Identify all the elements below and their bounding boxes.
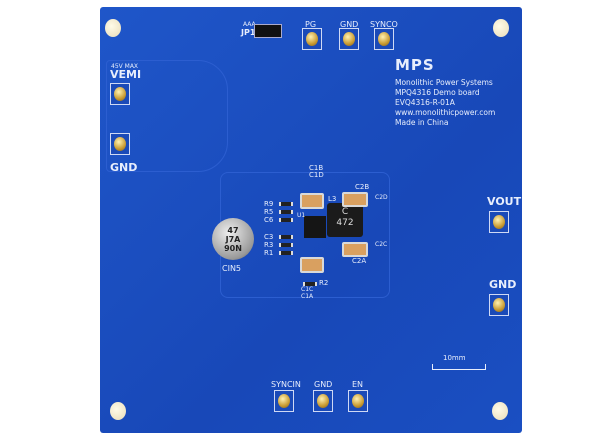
c6-label: C6 bbox=[264, 216, 274, 224]
c2d-label: C2D bbox=[375, 194, 388, 201]
vemi-label: VEMI bbox=[110, 68, 142, 81]
c1c-label: C1C bbox=[301, 286, 314, 293]
c1a-label: C1A bbox=[301, 293, 314, 300]
cap-marking: J7A bbox=[225, 235, 241, 244]
r9-label: R9 bbox=[264, 200, 274, 208]
cap-marking: 90N bbox=[224, 244, 242, 253]
syncin-label: SYNCIN bbox=[271, 380, 301, 389]
gnd-top-label: GND bbox=[340, 20, 359, 29]
resistor-r2 bbox=[303, 282, 317, 286]
capacitor-c2a bbox=[342, 242, 368, 257]
gnd-bottom-label: GND bbox=[314, 380, 333, 389]
resistor-r1 bbox=[279, 251, 293, 255]
c3-label: C3 bbox=[264, 233, 274, 241]
resistor-r9 bbox=[279, 202, 293, 206]
mounting-hole bbox=[492, 402, 508, 420]
vemi-terminal[interactable] bbox=[110, 83, 130, 105]
mounting-hole bbox=[493, 19, 509, 37]
inductor-marking: 472 bbox=[336, 218, 354, 228]
vout-terminal[interactable] bbox=[489, 211, 509, 233]
board-info: Monolithic Power Systems MPQ4316 Demo bo… bbox=[395, 78, 495, 128]
mounting-hole bbox=[105, 19, 121, 37]
ic-u1 bbox=[304, 216, 326, 238]
scale-label: 10mm bbox=[443, 354, 466, 362]
c2a-label: C2A bbox=[352, 257, 367, 265]
l3-label: L3 bbox=[328, 195, 337, 203]
r2-label: R2 bbox=[319, 279, 329, 287]
info-line: Monolithic Power Systems bbox=[395, 78, 493, 87]
resistor-r5 bbox=[279, 210, 293, 214]
jp1-label: JP1 bbox=[241, 28, 256, 37]
mps-logo: MPS bbox=[395, 56, 435, 74]
inductor-marking: C bbox=[341, 207, 349, 217]
c2b-label: C2B bbox=[355, 183, 370, 191]
mounting-hole bbox=[110, 402, 126, 420]
c2c-label: C2C bbox=[375, 241, 388, 248]
synco-terminal[interactable] bbox=[374, 28, 394, 50]
info-line: Made in China bbox=[395, 118, 449, 127]
gnd-right-label: GND bbox=[489, 278, 517, 291]
scale-bar bbox=[432, 364, 486, 370]
jumper-jp1[interactable] bbox=[254, 24, 282, 38]
resistor-r3 bbox=[279, 243, 293, 247]
input-copper-zone bbox=[106, 60, 228, 172]
vout-label: VOUT bbox=[487, 195, 522, 208]
en-label: EN bbox=[352, 380, 364, 389]
capacitor-c1d bbox=[300, 193, 324, 209]
gnd-left-terminal[interactable] bbox=[110, 133, 130, 155]
gnd-left-label: GND bbox=[110, 161, 138, 174]
gnd-right-terminal[interactable] bbox=[489, 294, 509, 316]
synco-label: SYNCO bbox=[370, 20, 398, 29]
c1b-label: C1B bbox=[309, 164, 324, 172]
capacitor-cin5: 47 J7A 90N bbox=[212, 218, 254, 260]
capacitor-c1b bbox=[300, 257, 324, 273]
c1d-label: C1D bbox=[309, 171, 324, 179]
info-line: EVQ4316-R-01A bbox=[395, 98, 455, 107]
capacitor-c2b bbox=[342, 192, 368, 207]
jumper-pins-label: AAA bbox=[243, 21, 256, 28]
gnd-bottom-terminal[interactable] bbox=[313, 390, 333, 412]
syncin-terminal[interactable] bbox=[274, 390, 294, 412]
r1-label: R1 bbox=[264, 249, 274, 257]
info-line: www.monolithicpower.com bbox=[395, 108, 496, 117]
vin-max-label: 45V MAX bbox=[111, 63, 139, 70]
pg-label: PG bbox=[305, 20, 317, 29]
r5-label: R5 bbox=[264, 208, 274, 216]
inductor-l3: C 472 bbox=[327, 203, 363, 237]
en-terminal[interactable] bbox=[348, 390, 368, 412]
u1-label: U1 bbox=[297, 212, 306, 219]
info-line: MPQ4316 Demo board bbox=[395, 88, 480, 97]
r3-label: R3 bbox=[264, 241, 274, 249]
pg-terminal[interactable] bbox=[302, 28, 322, 50]
cap-marking: 47 bbox=[227, 226, 239, 235]
cin5-label: CIN5 bbox=[222, 264, 242, 273]
gnd-top-terminal[interactable] bbox=[339, 28, 359, 50]
capacitor-c6 bbox=[279, 218, 293, 222]
capacitor-c3 bbox=[279, 235, 293, 239]
